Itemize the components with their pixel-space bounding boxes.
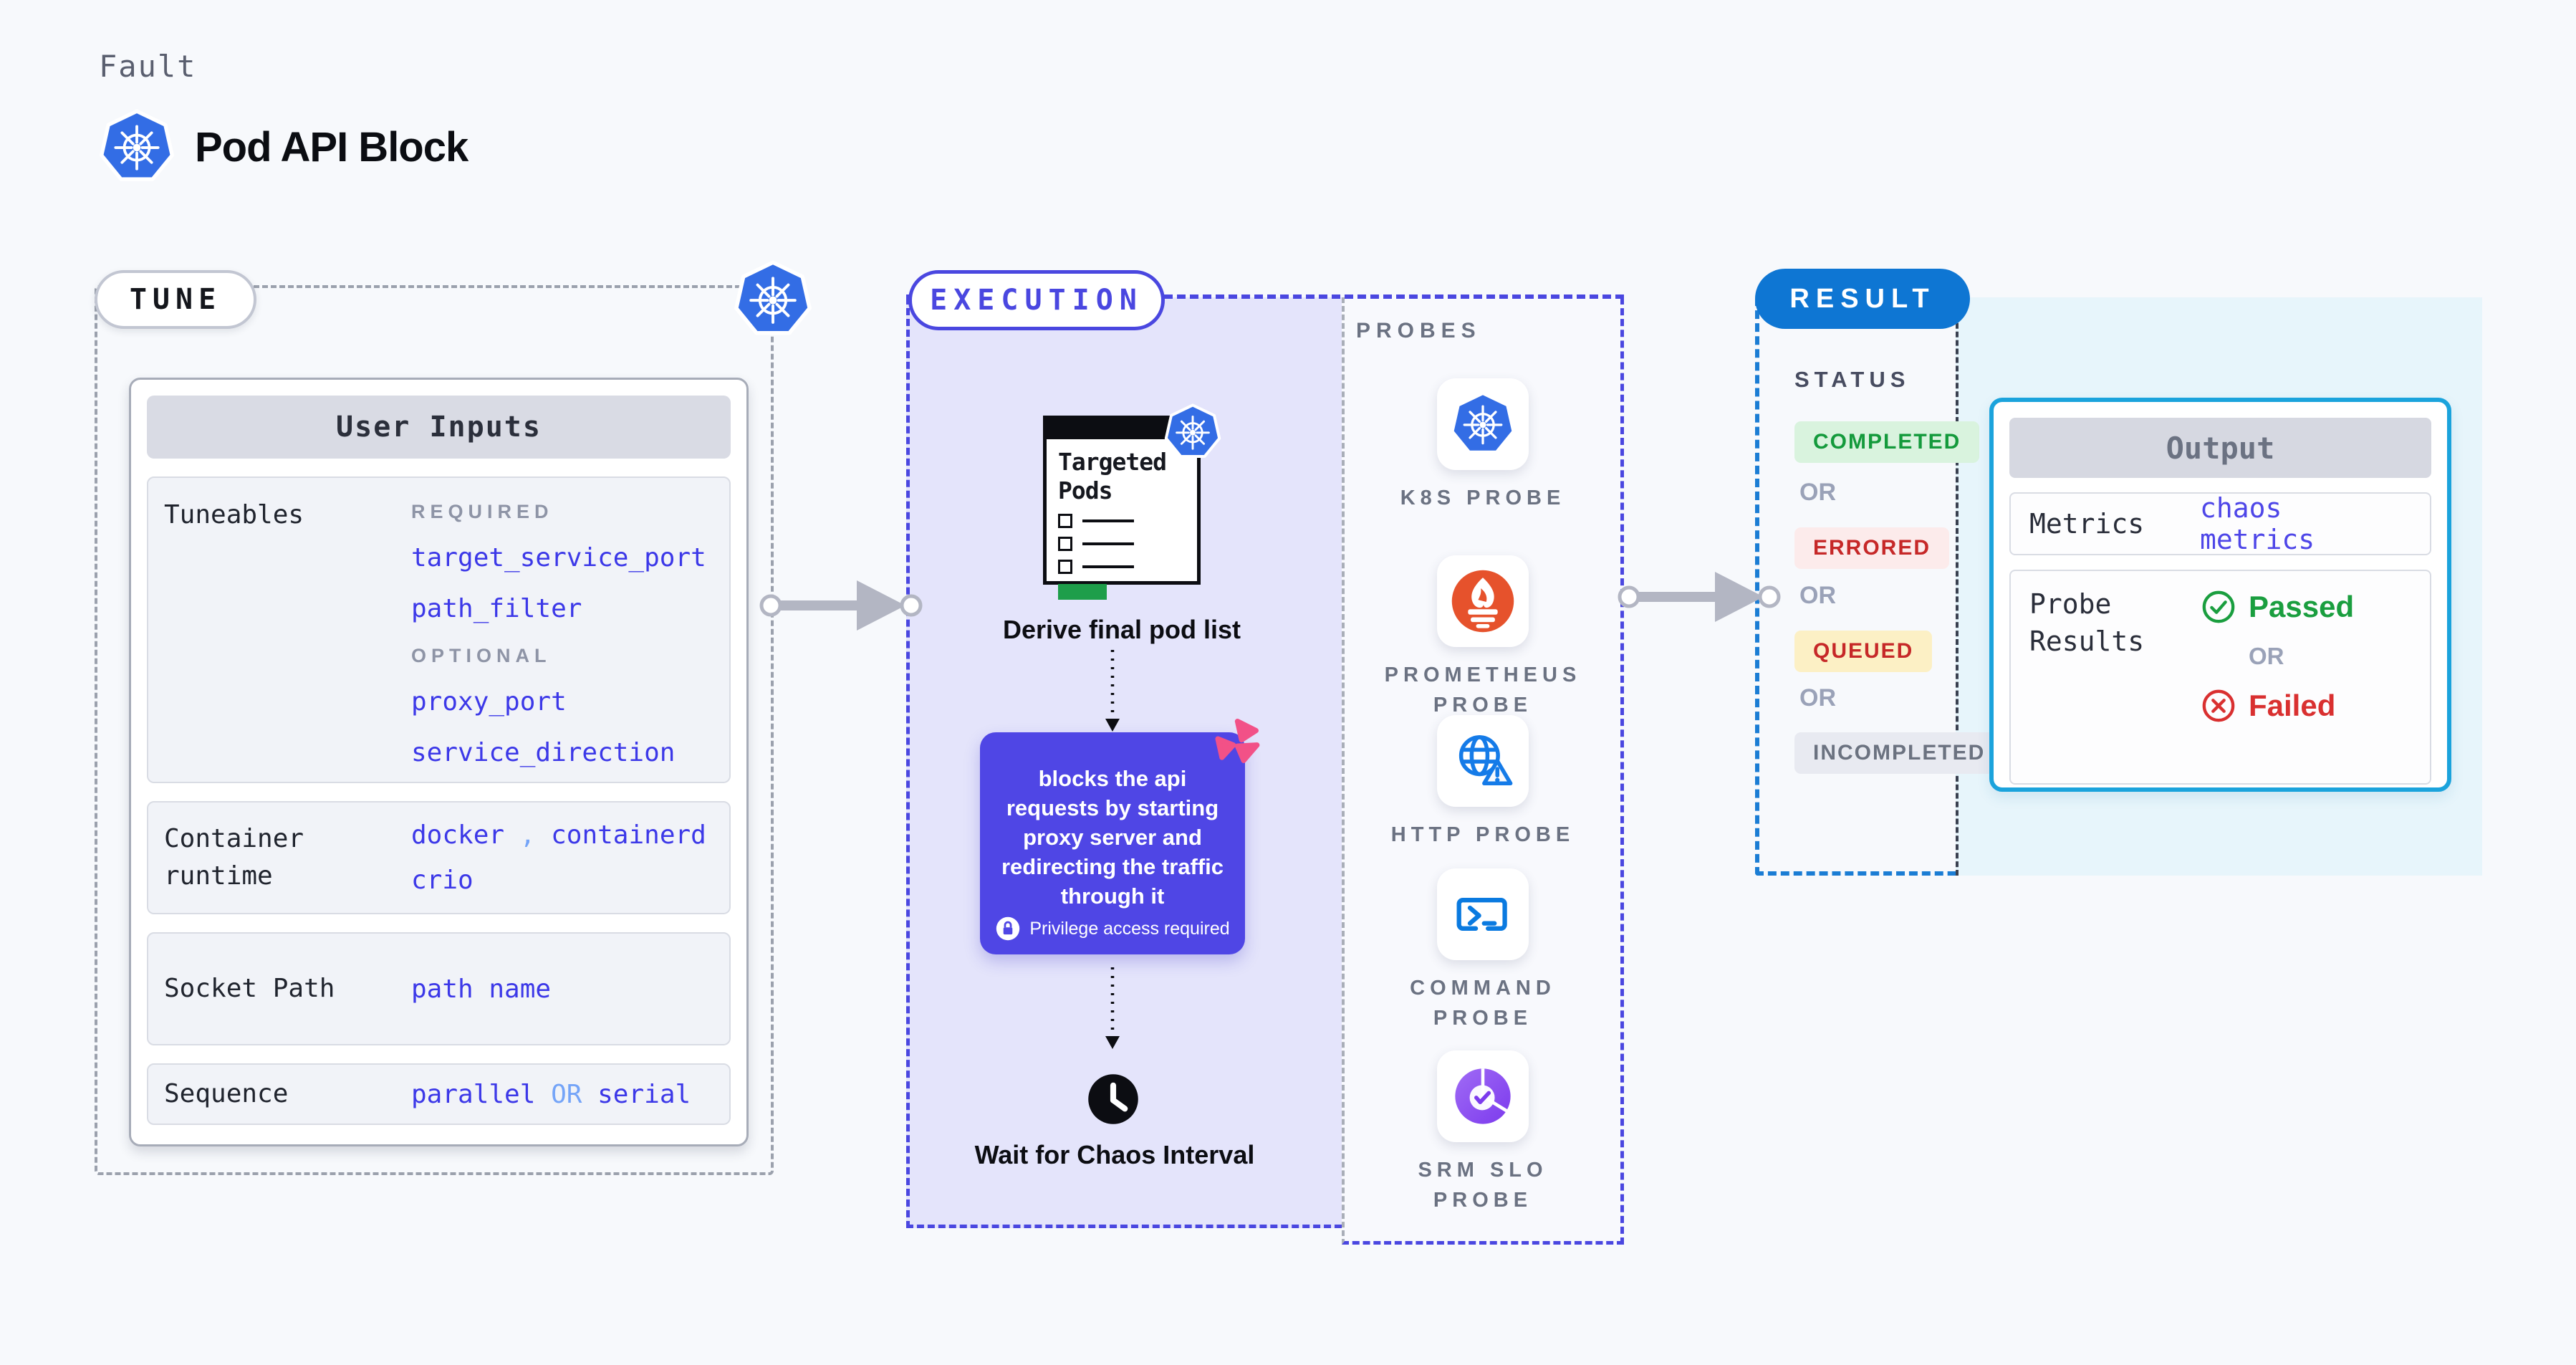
- page-title-row: Pod API Block: [99, 109, 468, 185]
- required-caption: REQUIRED: [411, 501, 554, 522]
- probe-item-http: HTTP PROBE: [1342, 715, 1624, 850]
- failed-result: Failed: [2201, 689, 2411, 723]
- or-separator: OR: [1799, 684, 1836, 712]
- terminal-icon: [1437, 868, 1529, 960]
- probe-item-k8s: K8S PROBE: [1342, 378, 1624, 513]
- pod-list-item: [1058, 537, 1186, 551]
- tuneable-value: proxy_port: [411, 687, 567, 717]
- kubernetes-icon: [734, 260, 812, 339]
- or-separator: OR: [1799, 479, 1836, 506]
- sequence-row: Sequence parallel OR serial: [147, 1063, 731, 1125]
- tuneables-row: Tuneables REQUIRED target_service_port p…: [147, 476, 731, 783]
- execution-top-border: [906, 294, 1624, 299]
- targeted-pods-card: Targeted Pods: [1043, 416, 1201, 600]
- tuneable-value: target_service_port: [411, 543, 706, 573]
- page-title: Pod API Block: [195, 123, 468, 171]
- tuneable-value: path_filter: [411, 594, 582, 623]
- pod-list-item: [1058, 514, 1186, 528]
- wait-chaos-interval-label: Wait for Chaos Interval: [974, 1140, 1255, 1169]
- flow-dotted-arrow: [1098, 648, 1127, 734]
- sequence-value: parallel: [411, 1079, 536, 1109]
- progress-bar: [1058, 584, 1107, 600]
- privilege-note-text: Privilege access required: [1029, 918, 1230, 939]
- privilege-note: Privilege access required: [980, 916, 1245, 942]
- sequence-label: Sequence: [164, 1079, 289, 1108]
- user-inputs-card: User Inputs Tuneables REQUIRED target_se…: [129, 378, 749, 1146]
- passed-label: Passed: [2249, 590, 2355, 623]
- execution-pill: EXECUTION: [908, 270, 1165, 330]
- fault-eyebrow-label: Fault: [99, 49, 197, 84]
- checkbox-icon: [1058, 560, 1072, 574]
- derive-pod-list-label: Derive final pod list: [1002, 615, 1241, 644]
- tune-panel: [95, 285, 774, 1175]
- or-separator: OR: [1799, 582, 1836, 609]
- probe-results-label: Probe Results: [2029, 588, 2145, 657]
- socket-path-row: Socket Path path name: [147, 932, 731, 1045]
- probe-label: HTTP PROBE: [1390, 823, 1575, 846]
- prometheus-icon: [1437, 555, 1529, 647]
- tuneables-label: Tuneables: [164, 500, 304, 530]
- probe-label: PROMETHEUS PROBE: [1384, 664, 1582, 717]
- status-badge-errored: ERRORED: [1794, 527, 1950, 569]
- status-badge-queued: QUEUED: [1794, 631, 1933, 672]
- probe-item-prometheus: PROMETHEUS PROBE: [1342, 555, 1624, 720]
- or-separator: OR: [2249, 643, 2284, 669]
- runtime-value: crio: [411, 866, 474, 895]
- chaos-pinwheel-icon: [1211, 715, 1262, 767]
- sequence-value: serial: [597, 1079, 691, 1109]
- status-badge-incompleted: INCOMPLETED: [1794, 732, 2004, 774]
- slo-pie-check-icon: [1437, 1050, 1529, 1142]
- kubernetes-icon: [99, 109, 175, 185]
- probe-item-command: COMMAND PROBE: [1342, 868, 1624, 1033]
- fault-action-card: blocks the api requests by starting prox…: [980, 719, 1260, 954]
- runtime-separator: ,: [519, 820, 536, 850]
- failed-label: Failed: [2249, 689, 2336, 722]
- probe-results-row: Probe Results Passed OR: [2009, 570, 2431, 785]
- metrics-value: chaos metrics: [2200, 492, 2315, 555]
- socket-path-label: Socket Path: [164, 974, 335, 1003]
- probe-item-srm-slo: SRM SLO PROBE: [1342, 1050, 1624, 1215]
- probe-label: COMMAND PROBE: [1410, 977, 1556, 1030]
- runtime-value: docker: [411, 820, 505, 850]
- tune-pill: TUNE: [95, 270, 256, 329]
- passed-result: Passed: [2201, 590, 2411, 624]
- http-globe-warning-icon: [1437, 715, 1529, 807]
- tune-to-execution-arrow: [745, 573, 924, 638]
- sequence-or: OR: [551, 1079, 582, 1109]
- output-title: Output: [2009, 418, 2431, 478]
- result-pill: RESULT: [1755, 269, 1970, 329]
- targeted-pods-title: Targeted Pods: [1058, 448, 1167, 504]
- checkbox-icon: [1058, 537, 1072, 551]
- checkbox-icon: [1058, 514, 1072, 528]
- flow-dotted-arrow: [1098, 966, 1127, 1052]
- pod-list-item: [1058, 560, 1186, 574]
- probe-label: K8S PROBE: [1400, 487, 1566, 509]
- clock-icon: [1087, 1073, 1140, 1126]
- x-circle-icon: [2201, 689, 2236, 723]
- user-inputs-title: User Inputs: [147, 396, 731, 459]
- kubernetes-icon: [1437, 378, 1529, 470]
- socket-path-value: path name: [411, 974, 552, 1004]
- kubernetes-icon: [1164, 403, 1221, 461]
- tuneable-value: service_direction: [411, 738, 676, 767]
- container-runtime-label: Container runtime: [164, 824, 304, 891]
- container-runtime-row: Container runtime docker , containerd cr…: [147, 801, 731, 914]
- metrics-row: Metrics chaos metrics: [2009, 492, 2431, 555]
- status-title: STATUS: [1794, 367, 1911, 392]
- output-card: Output Metrics chaos metrics Probe Resul…: [1989, 398, 2451, 792]
- probe-label: SRM SLO PROBE: [1418, 1159, 1548, 1212]
- optional-caption: OPTIONAL: [411, 645, 552, 666]
- fault-action-text: blocks the api requests by starting prox…: [1001, 766, 1224, 909]
- lock-icon: [995, 916, 1021, 942]
- probes-title: PROBES: [1356, 319, 1481, 343]
- status-badge-completed: COMPLETED: [1794, 421, 1980, 463]
- runtime-value: containerd: [551, 820, 706, 850]
- metrics-label: Metrics: [2029, 508, 2145, 540]
- execution-to-result-arrow: [1603, 565, 1782, 629]
- check-circle-icon: [2201, 590, 2236, 624]
